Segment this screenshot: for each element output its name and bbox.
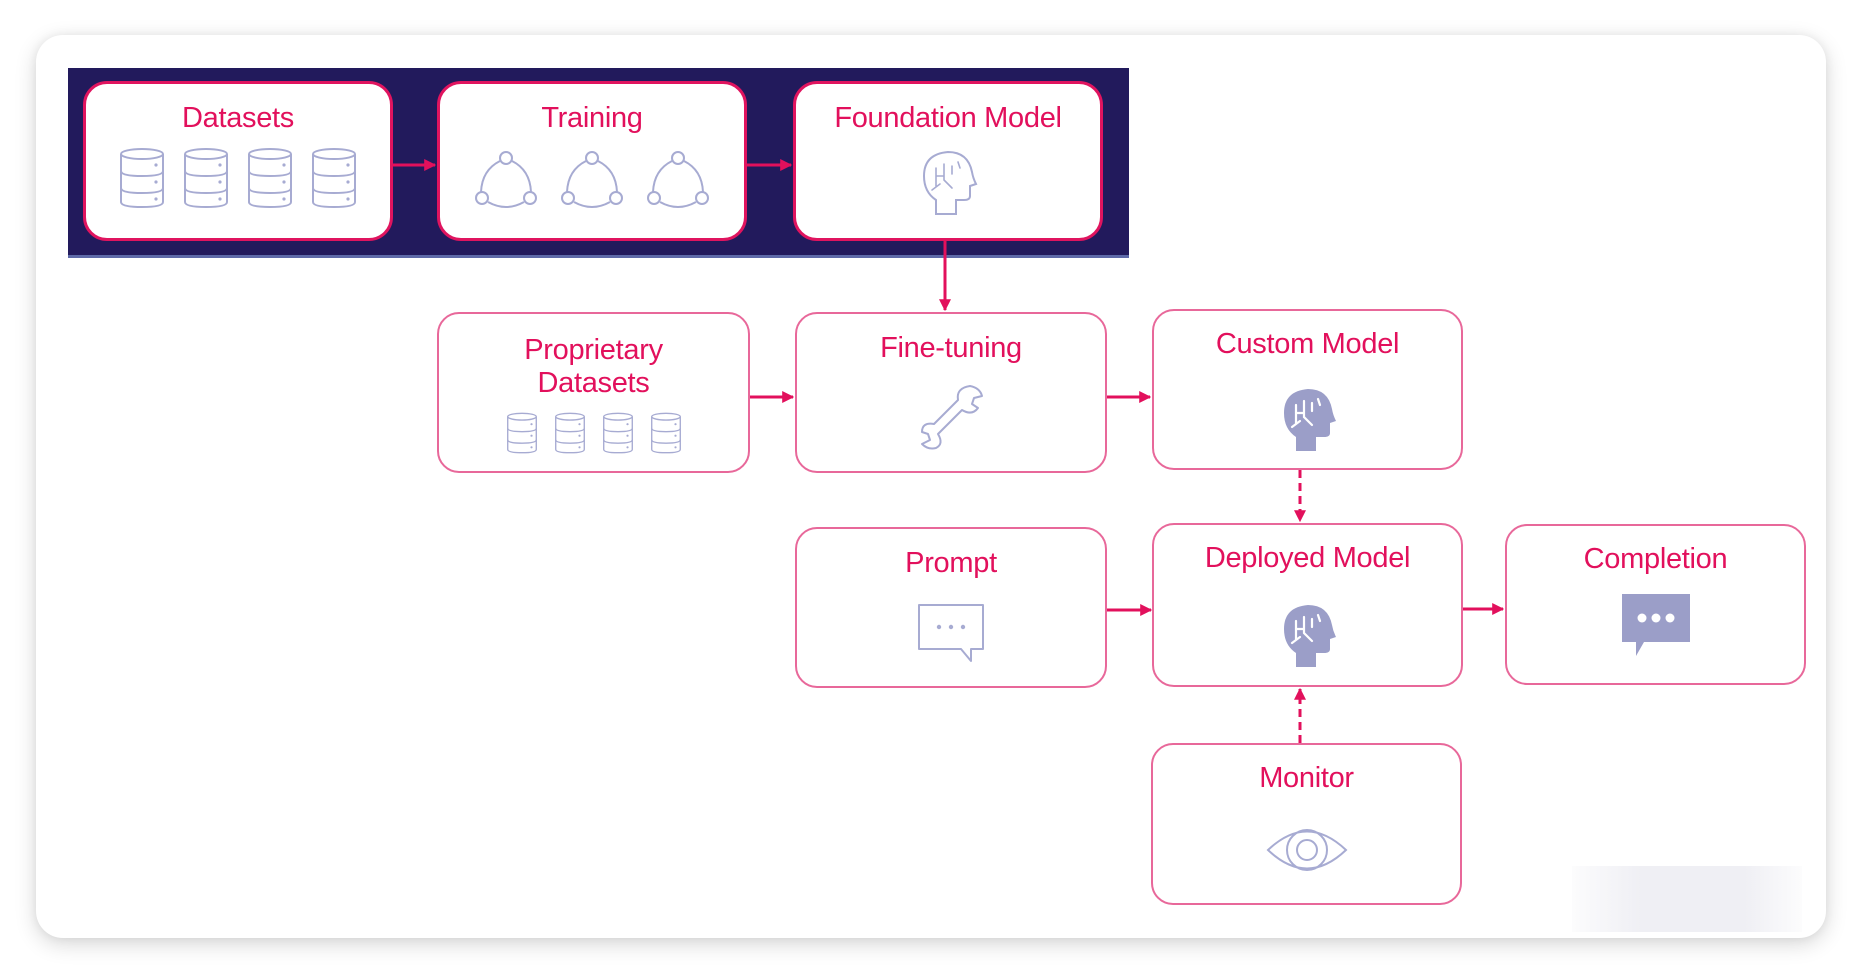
database-icon: [649, 411, 683, 455]
node-training[interactable]: Training: [437, 81, 747, 241]
database-icon: [553, 411, 587, 455]
node-prompt[interactable]: Prompt: [795, 527, 1107, 688]
node-foundation-model[interactable]: Foundation Model: [793, 81, 1103, 241]
network-cycle-icon: [560, 150, 624, 210]
node-title: Datasets: [181, 102, 295, 134]
node-title: Proprietary Datasets: [439, 334, 748, 400]
database-icon: [117, 146, 167, 210]
ai-head-filled-icon: [1278, 599, 1338, 669]
title-line-2: Datasets: [537, 367, 650, 399]
node-title: Completion: [1583, 543, 1728, 575]
node-datasets[interactable]: Datasets: [83, 81, 393, 241]
node-title: Deployed Model: [1204, 542, 1411, 574]
eye-icon: [1266, 829, 1347, 871]
database-icon: [181, 146, 231, 210]
node-fine-tuning[interactable]: Fine-tuning: [795, 312, 1107, 473]
node-completion[interactable]: Completion: [1505, 524, 1806, 685]
ai-head-outline-icon: [922, 150, 978, 215]
chat-bubble-filled-icon: [1621, 594, 1690, 656]
network-cycle-icon: [474, 150, 538, 210]
node-monitor[interactable]: Monitor: [1151, 743, 1462, 905]
database-icon: [505, 411, 539, 455]
node-title: Prompt: [905, 547, 997, 579]
node-proprietary-datasets[interactable]: Proprietary Datasets: [437, 312, 750, 473]
node-title: Custom Model: [1215, 328, 1400, 360]
database-icon: [245, 146, 295, 210]
node-title: Foundation Model: [834, 102, 1062, 134]
database-icon: [309, 146, 359, 210]
node-custom-model[interactable]: Custom Model: [1152, 309, 1463, 470]
network-cycle-icon: [646, 150, 710, 210]
node-title: Monitor: [1259, 762, 1354, 794]
database-icon: [601, 411, 635, 455]
node-title: Fine-tuning: [880, 332, 1022, 364]
node-title: Training: [541, 102, 643, 134]
wrench-icon: [921, 385, 983, 450]
node-deployed-model[interactable]: Deployed Model: [1152, 523, 1463, 687]
blurred-watermark-region: [1572, 866, 1802, 932]
title-line-1: Proprietary: [524, 334, 663, 366]
chat-bubble-outline-icon: [918, 604, 984, 662]
ai-head-filled-icon: [1278, 383, 1338, 453]
